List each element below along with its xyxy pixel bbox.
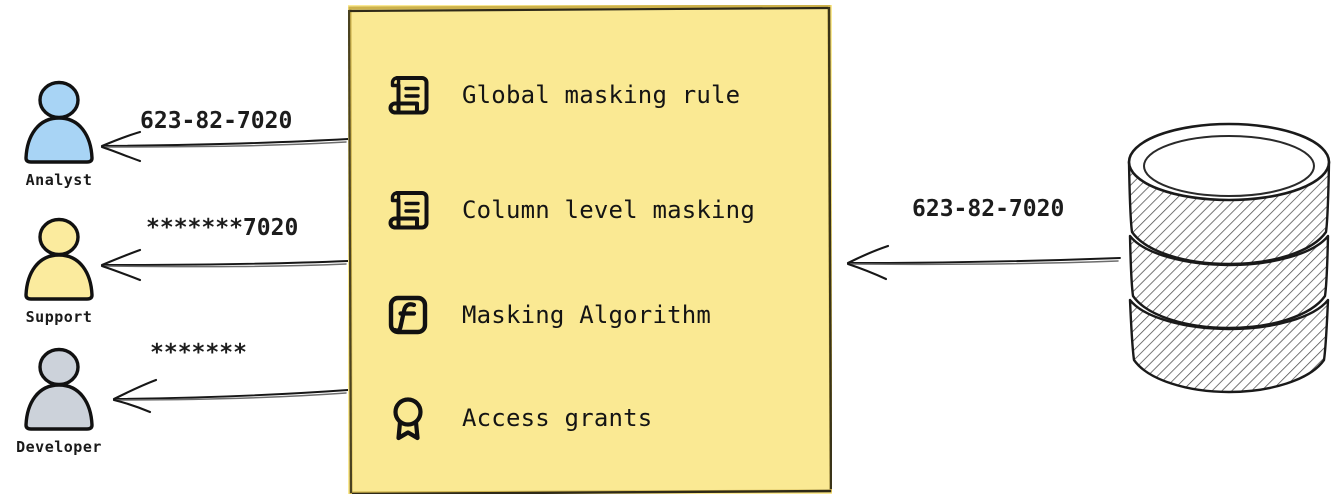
arrow-to-support (100, 248, 349, 282)
flow-label-source: 623-82-7020 (912, 196, 1065, 222)
policy-item-label: Masking Algorithm (462, 301, 712, 329)
arrow-to-developer (112, 378, 349, 414)
flow-label-developer: ******* (150, 340, 247, 366)
policy-item-label: Column level masking (462, 196, 755, 224)
actor-developer[interactable]: Developer (4, 345, 114, 456)
actor-support-label: Support (25, 308, 93, 326)
person-icon (24, 217, 94, 301)
award-icon (393, 397, 423, 441)
database-cylinder-svg (1127, 122, 1331, 394)
actor-analyst-label: Analyst (25, 171, 93, 189)
flow-label-support: *******7020 (146, 215, 299, 241)
person-icon (24, 347, 94, 431)
scroll-icon (388, 191, 429, 230)
policy-item-column-level-masking[interactable]: Column level masking (384, 180, 755, 240)
arrow-to-analyst (100, 130, 349, 163)
policy-item-global-masking-rule[interactable]: Global masking rule (384, 65, 740, 125)
function-icon (388, 295, 428, 335)
policy-item-label: Global masking rule (462, 81, 741, 109)
flow-label-analyst: 623-82-7020 (140, 108, 293, 134)
person-icon (24, 80, 94, 164)
actor-support[interactable]: Support (4, 215, 114, 326)
database-icon[interactable] (1118, 118, 1340, 406)
policy-item-list: Global masking rule Column level masking (348, 5, 832, 494)
policy-panel: Global masking rule Column level masking (348, 5, 832, 494)
policy-item-masking-algorithm[interactable]: Masking Algorithm (384, 285, 711, 345)
policy-item-access-grants[interactable]: Access grants (384, 388, 652, 448)
actor-developer-label: Developer (16, 438, 102, 456)
scroll-icon (388, 76, 429, 115)
actor-analyst[interactable]: Analyst (4, 78, 114, 189)
arrow-db-to-panel (846, 244, 1121, 281)
policy-item-label: Access grants (462, 404, 653, 432)
